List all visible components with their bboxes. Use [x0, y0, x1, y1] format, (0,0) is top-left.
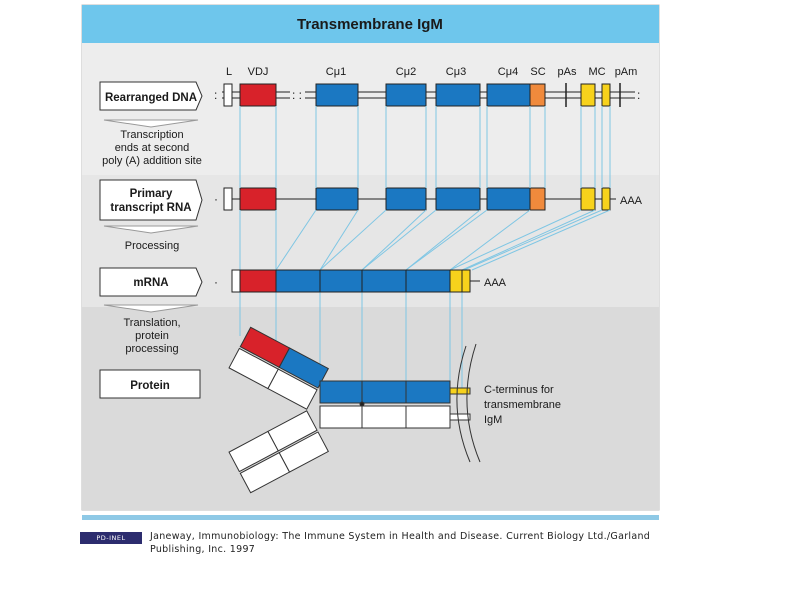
stage-label-mrna: mRNA	[99, 267, 203, 297]
poly-a-mrna: AAA	[484, 277, 507, 289]
svg-text:: :: : :	[292, 88, 302, 102]
svg-text:Cμ4: Cμ4	[498, 66, 518, 78]
cterm-label: C-terminus for transmembrane IgM	[484, 384, 561, 426]
svg-text:Cμ3: Cμ3	[446, 66, 466, 78]
dna-mc1	[580, 83, 596, 107]
svg-text:pAs: pAs	[558, 66, 577, 78]
step-transcription: Transcription ends at second poly (A) ad…	[102, 119, 202, 167]
protein-structure	[228, 326, 481, 494]
stage-label-dna: Rearranged DNA	[99, 81, 203, 111]
svg-text:Transcription: Transcription	[120, 129, 183, 141]
dna-cmu2	[385, 83, 427, 107]
svg-text:Protein: Protein	[130, 380, 170, 392]
stage-label-protein: Protein	[99, 369, 201, 399]
svg-text:·: ·	[214, 192, 218, 206]
svg-text:mRNA: mRNA	[133, 277, 168, 289]
svg-text:IgM: IgM	[484, 414, 502, 426]
svg-text:pAm: pAm	[615, 66, 638, 78]
svg-text::: :	[214, 88, 217, 102]
poly-a-primary: AAA	[620, 195, 643, 207]
gene-labels: L VDJ Cμ1 Cμ2 Cμ3 Cμ4 SC pAs MC pAm	[226, 66, 637, 78]
citation-text: Janeway, Immunobiology: The Immune Syste…	[150, 531, 651, 555]
svg-text:transcript RNA: transcript RNA	[110, 202, 191, 214]
svg-text:L: L	[226, 66, 232, 78]
svg-text:MC: MC	[588, 66, 605, 78]
dna-mc2	[601, 83, 611, 107]
dna-cmu1	[315, 83, 359, 107]
svg-text:ends at second: ends at second	[115, 142, 190, 154]
svg-text:SC: SC	[530, 66, 545, 78]
title-bar	[82, 5, 659, 43]
step-processing: Processing	[103, 225, 199, 252]
svg-text:Translation,: Translation,	[123, 317, 180, 329]
dna-row: : : : :	[214, 83, 640, 107]
svg-text:poly (A) addition site: poly (A) addition site	[102, 155, 202, 167]
svg-text:Rearranged DNA: Rearranged DNA	[105, 92, 197, 104]
stage-label-primary: Primary transcript RNA	[99, 179, 203, 221]
svg-text:·: ·	[214, 275, 218, 289]
svg-text:Cμ2: Cμ2	[396, 66, 416, 78]
svg-text:transmembrane: transmembrane	[484, 399, 561, 411]
bottom-strip	[82, 515, 659, 520]
step-translation: Translation, protein processing	[103, 304, 199, 355]
svg-text:protein: protein	[135, 330, 169, 342]
primary-transcript-row: · AAA	[214, 187, 643, 211]
dna-sc	[529, 83, 546, 107]
svg-text:Processing: Processing	[125, 240, 179, 252]
transmembrane-upper	[449, 387, 471, 395]
mrna-row: · AAA	[214, 269, 507, 293]
svg-text:C-terminus for: C-terminus for	[484, 384, 554, 396]
dna-vdj	[239, 83, 277, 107]
dna-cmu3	[435, 83, 481, 107]
svg-text:Cμ1: Cμ1	[326, 66, 346, 78]
svg-text:Primary: Primary	[130, 188, 173, 200]
diagram-title: Transmembrane IgM	[297, 16, 443, 33]
link-lines	[239, 106, 611, 390]
svg-text:VDJ: VDJ	[248, 66, 269, 78]
dna-cmu4	[486, 83, 531, 107]
svg-text:processing: processing	[125, 343, 178, 355]
license-badge: PD-INEL	[80, 532, 142, 544]
dna-L	[223, 83, 233, 107]
svg-text::: :	[637, 88, 640, 102]
